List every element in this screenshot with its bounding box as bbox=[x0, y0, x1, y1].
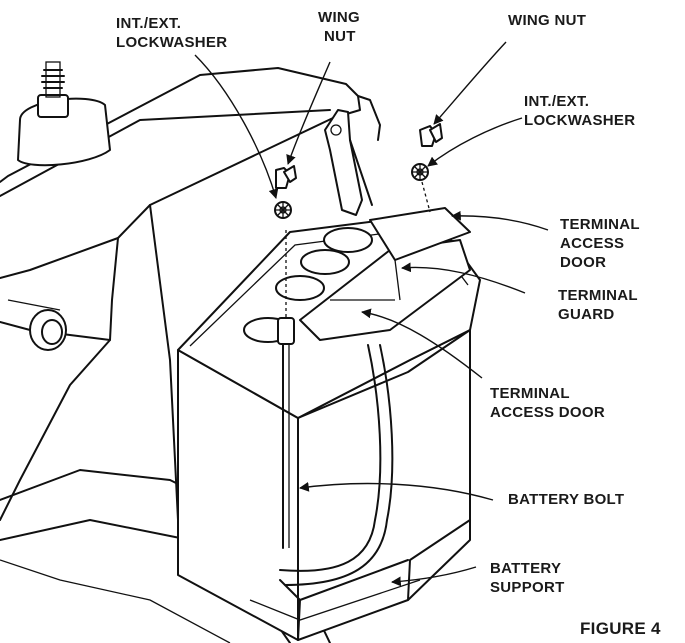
svg-text:TERMINAL: TERMINAL bbox=[560, 216, 640, 233]
wing-nut-icon bbox=[275, 165, 297, 189]
svg-text:WING: WING bbox=[318, 9, 360, 26]
label-terminal-guard: TERMINAL GUARD bbox=[558, 287, 638, 323]
label-battery-bolt: BATTERY BOLT bbox=[508, 491, 624, 508]
svg-text:INT./EXT.: INT./EXT. bbox=[524, 93, 589, 110]
svg-text:ACCESS: ACCESS bbox=[560, 235, 624, 252]
label-battery-support: BATTERY SUPPORT bbox=[490, 560, 565, 596]
svg-text:DOOR: DOOR bbox=[560, 254, 606, 271]
label-wing-nut-left: WING NUT bbox=[318, 9, 360, 45]
svg-text:BATTERY: BATTERY bbox=[490, 560, 561, 577]
svg-text:TERMINAL: TERMINAL bbox=[558, 287, 638, 304]
figure-caption: FIGURE 4 bbox=[580, 619, 661, 638]
svg-text:WING NUT: WING NUT bbox=[508, 12, 586, 29]
svg-text:GUARD: GUARD bbox=[558, 306, 615, 323]
svg-text:LOCKWASHER: LOCKWASHER bbox=[524, 112, 635, 129]
svg-text:SUPPORT: SUPPORT bbox=[490, 579, 565, 596]
svg-text:ACCESS DOOR: ACCESS DOOR bbox=[490, 404, 605, 421]
label-terminal-access-door-top: TERMINAL ACCESS DOOR bbox=[560, 216, 640, 271]
battery bbox=[177, 207, 481, 641]
svg-text:BATTERY BOLT: BATTERY BOLT bbox=[508, 491, 624, 508]
label-int-ext-lockwasher-right: INT./EXT. LOCKWASHER bbox=[524, 93, 635, 129]
hold-down-bracket bbox=[324, 109, 373, 216]
leader-lines bbox=[194, 41, 549, 587]
label-terminal-access-door-bottom: TERMINAL ACCESS DOOR bbox=[490, 385, 605, 421]
svg-text:TERMINAL: TERMINAL bbox=[490, 385, 570, 402]
lockwasher-icon bbox=[411, 163, 431, 213]
wing-nut-icon bbox=[419, 123, 443, 147]
svg-text:FIGURE 4: FIGURE 4 bbox=[580, 619, 661, 638]
svg-text:NUT: NUT bbox=[324, 28, 356, 45]
label-wing-nut-right: WING NUT bbox=[508, 12, 586, 29]
battery-bolt bbox=[277, 230, 295, 549]
stud-cap bbox=[17, 61, 111, 167]
lockwasher-icon bbox=[274, 201, 292, 219]
svg-text:LOCKWASHER: LOCKWASHER bbox=[116, 34, 227, 51]
svg-text:INT./EXT.: INT./EXT. bbox=[116, 15, 181, 32]
label-int-ext-lockwasher-left: INT./EXT. LOCKWASHER bbox=[116, 15, 227, 51]
bracket-bolt bbox=[29, 309, 67, 351]
